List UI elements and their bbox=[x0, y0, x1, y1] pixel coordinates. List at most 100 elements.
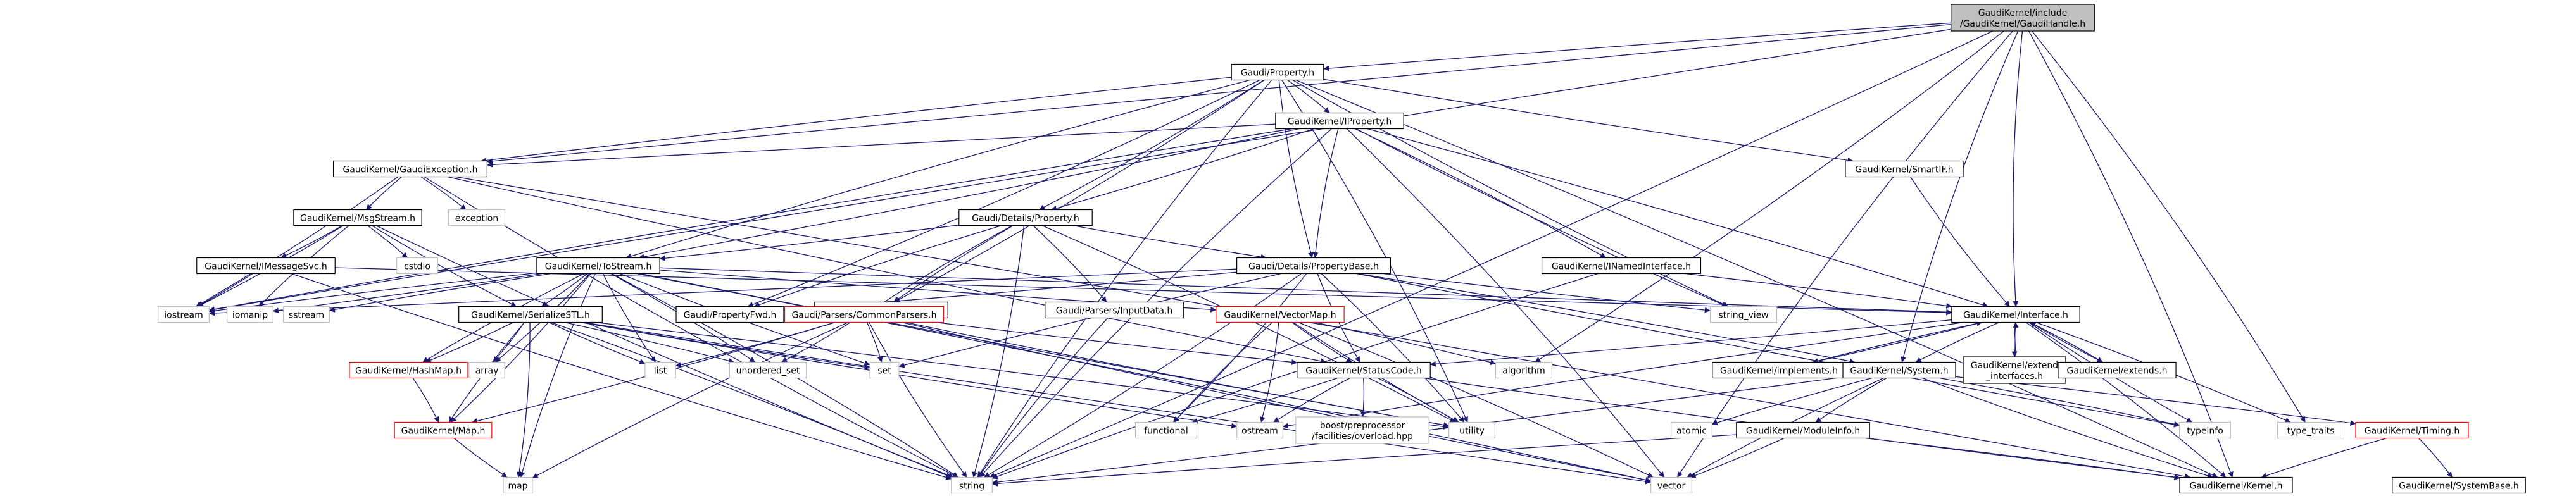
node-box bbox=[2179, 421, 2232, 439]
edge-details_propertybase-to-utility bbox=[1321, 273, 1465, 423]
edge-gaudiexception-to-iostream bbox=[196, 176, 398, 307]
edge-serializestl-to-array bbox=[493, 322, 525, 363]
node-label: algorithm bbox=[1502, 366, 1545, 376]
edge-property_h-to-taggedbool bbox=[894, 79, 1265, 303]
edge-hashmap-to-map_h bbox=[412, 378, 439, 423]
node-msgstream[interactable]: GaudiKernel/MsgStream.h bbox=[293, 209, 422, 226]
edge-details_propertybase-to-functional bbox=[1172, 273, 1307, 423]
node-boost_pp: boost/preprocessor/facilities/overload.h… bbox=[1295, 416, 1429, 444]
node-extend_interfaces[interactable]: GaudiKernel/extend_interfaces.h bbox=[1963, 356, 2066, 384]
node-system_h[interactable]: GaudiKernel/System.h bbox=[1842, 361, 1956, 379]
node-systembase[interactable]: GaudiKernel/SystemBase.h bbox=[2392, 476, 2526, 494]
node-vectormap[interactable]: GaudiKernel/VectorMap.h bbox=[1216, 306, 1345, 323]
node-extends[interactable]: GaudiKernel/extends.h bbox=[2058, 361, 2177, 379]
node-property_h[interactable]: Gaudi/Property.h bbox=[1231, 63, 1324, 81]
node-label: GaudiKernel/Kernel.h bbox=[2189, 481, 2282, 492]
node-string: string bbox=[951, 476, 993, 494]
node-kernel[interactable]: GaudiKernel/Kernel.h bbox=[2179, 476, 2293, 494]
node-vector: vector bbox=[1650, 476, 1692, 494]
edge-commonparsers-to-utility bbox=[905, 321, 1450, 428]
node-label: GaudiKernel/SystemBase.h bbox=[2399, 481, 2518, 492]
edge-root-to-vector bbox=[1676, 30, 2013, 478]
node-propertyfwd[interactable]: Gaudi/PropertyFwd.h bbox=[675, 306, 784, 323]
node-box bbox=[448, 209, 506, 226]
node-interface_h[interactable]: GaudiKernel/Interface.h bbox=[1951, 306, 2080, 323]
edge-tostream-to-iomanip bbox=[272, 273, 542, 314]
edge-iproperty-to-details_propertybase bbox=[1312, 128, 1339, 258]
edge-property_h-to-gaudiexception bbox=[481, 77, 1232, 163]
edge-serializestl-to-hashmap bbox=[425, 321, 513, 363]
edge-details_property-to-parsers_inputdata bbox=[1033, 225, 1107, 302]
node-label: GaudiKernel/include bbox=[1978, 8, 2068, 18]
node-moduleinfo[interactable]: GaudiKernel/ModuleInfo.h bbox=[1736, 421, 1870, 439]
node-parsers_inputdata[interactable]: Gaudi/Parsers/InputData.h bbox=[1045, 301, 1184, 319]
edge-vectormap-to-algorithm bbox=[1314, 321, 1497, 366]
node-sstream: sstream bbox=[283, 306, 330, 323]
node-box bbox=[1842, 361, 1956, 379]
node-box bbox=[1231, 63, 1324, 81]
node-box bbox=[2392, 476, 2526, 494]
edge-serializestl-to-string bbox=[551, 321, 952, 478]
edge-details_propertybase-to-typeinfo bbox=[1356, 273, 2180, 428]
node-label: /facilities/overload.hpp bbox=[1312, 431, 1413, 442]
node-imessagesvc[interactable]: GaudiKernel/IMessageSvc.h bbox=[196, 257, 336, 275]
edge-root-to-gaudiexception bbox=[486, 23, 1951, 164]
edge-system_h-to-atomic bbox=[1711, 377, 1872, 426]
node-label: ostream bbox=[1241, 426, 1278, 437]
edge-implements-to-interface_h bbox=[1812, 320, 1983, 363]
node-details_property[interactable]: Gaudi/Details/Property.h bbox=[958, 209, 1093, 226]
node-hashmap[interactable]: GaudiKernel/HashMap.h bbox=[349, 361, 468, 379]
node-box bbox=[675, 306, 784, 323]
node-map_h[interactable]: GaudiKernel/Map.h bbox=[394, 421, 493, 439]
node-label: functional bbox=[1144, 426, 1188, 437]
edge-root-to-system_h bbox=[1901, 30, 2019, 363]
edge-commonparsers-to-string bbox=[869, 322, 967, 478]
node-gaudiexception[interactable]: GaudiKernel/GaudiException.h bbox=[332, 160, 487, 178]
node-utility: utility bbox=[1448, 421, 1495, 439]
node-list: list bbox=[644, 361, 676, 379]
edge-details_property-to-utility bbox=[1041, 225, 1456, 423]
node-commonparsers[interactable]: Gaudi/Parsers/CommonParsers.h bbox=[784, 306, 945, 323]
node-box bbox=[869, 361, 900, 379]
node-label: GaudiKernel/ModuleInfo.h bbox=[1746, 426, 1860, 437]
edge-gaudiexception-to-statuscode bbox=[448, 176, 1327, 364]
node-smartif[interactable]: GaudiKernel/SmartIF.h bbox=[1845, 160, 1964, 178]
node-inamedinterface[interactable]: GaudiKernel/INamedInterface.h bbox=[1541, 257, 1702, 275]
edge-interface_h-to-ostream bbox=[1282, 321, 1964, 429]
edge-property_h-to-propertyfwd bbox=[747, 79, 1260, 307]
edge-iproperty-to-details_property bbox=[1051, 128, 1314, 211]
node-root[interactable]: GaudiKernel/include/GaudiKernel/GaudiHan… bbox=[1951, 4, 2095, 32]
node-details_propertybase[interactable]: Gaudi/Details/PropertyBase.h bbox=[1236, 257, 1391, 275]
edge-tostream-to-sstream bbox=[329, 273, 551, 313]
edge-details_property-to-propertyfwd bbox=[753, 225, 1002, 307]
node-box bbox=[1275, 112, 1404, 130]
node-tostream[interactable]: GaudiKernel/ToStream.h bbox=[536, 257, 660, 275]
node-box bbox=[332, 160, 487, 178]
edge-imessagesvc-to-string bbox=[291, 273, 952, 480]
node-label: GaudiKernel/IMessageSvc.h bbox=[204, 262, 327, 272]
edge-commonparsers-to-set bbox=[866, 322, 883, 363]
edge-interface_h-to-statuscode bbox=[1429, 319, 1952, 367]
node-box bbox=[958, 209, 1093, 226]
edge-serializestl-to-map bbox=[516, 322, 531, 478]
node-label: map bbox=[508, 481, 527, 492]
node-box bbox=[396, 257, 438, 275]
edge-statuscode-to-boost_pp bbox=[1360, 378, 1366, 418]
node-statuscode[interactable]: GaudiKernel/StatusCode.h bbox=[1297, 361, 1431, 379]
node-serializestl[interactable]: GaudiKernel/SerializeSTL.h bbox=[458, 306, 603, 323]
node-string_view: string_view bbox=[1709, 306, 1778, 323]
node-label: /GaudiKernel/GaudiHandle.h bbox=[1960, 19, 2085, 29]
node-label: Gaudi/Parsers/CommonParsers.h bbox=[791, 311, 936, 321]
node-label: GaudiKernel/extends.h bbox=[2067, 366, 2168, 376]
node-timing[interactable]: GaudiKernel/Timing.h bbox=[2355, 421, 2469, 439]
node-label: sstream bbox=[289, 311, 324, 321]
node-label: GaudiKernel/VectorMap.h bbox=[1224, 311, 1336, 321]
node-type_traits: type_traits bbox=[2277, 421, 2345, 439]
node-label: GaudiKernel/HashMap.h bbox=[355, 366, 462, 376]
node-label: typeinfo bbox=[2187, 426, 2223, 437]
node-implements[interactable]: GaudiKernel/implements.h bbox=[1712, 361, 1846, 379]
node-iproperty[interactable]: GaudiKernel/IProperty.h bbox=[1275, 112, 1404, 130]
node-box bbox=[2058, 361, 2177, 379]
node-label: atomic bbox=[1676, 426, 1707, 437]
edge-msgstream-to-serializestl bbox=[371, 225, 517, 307]
